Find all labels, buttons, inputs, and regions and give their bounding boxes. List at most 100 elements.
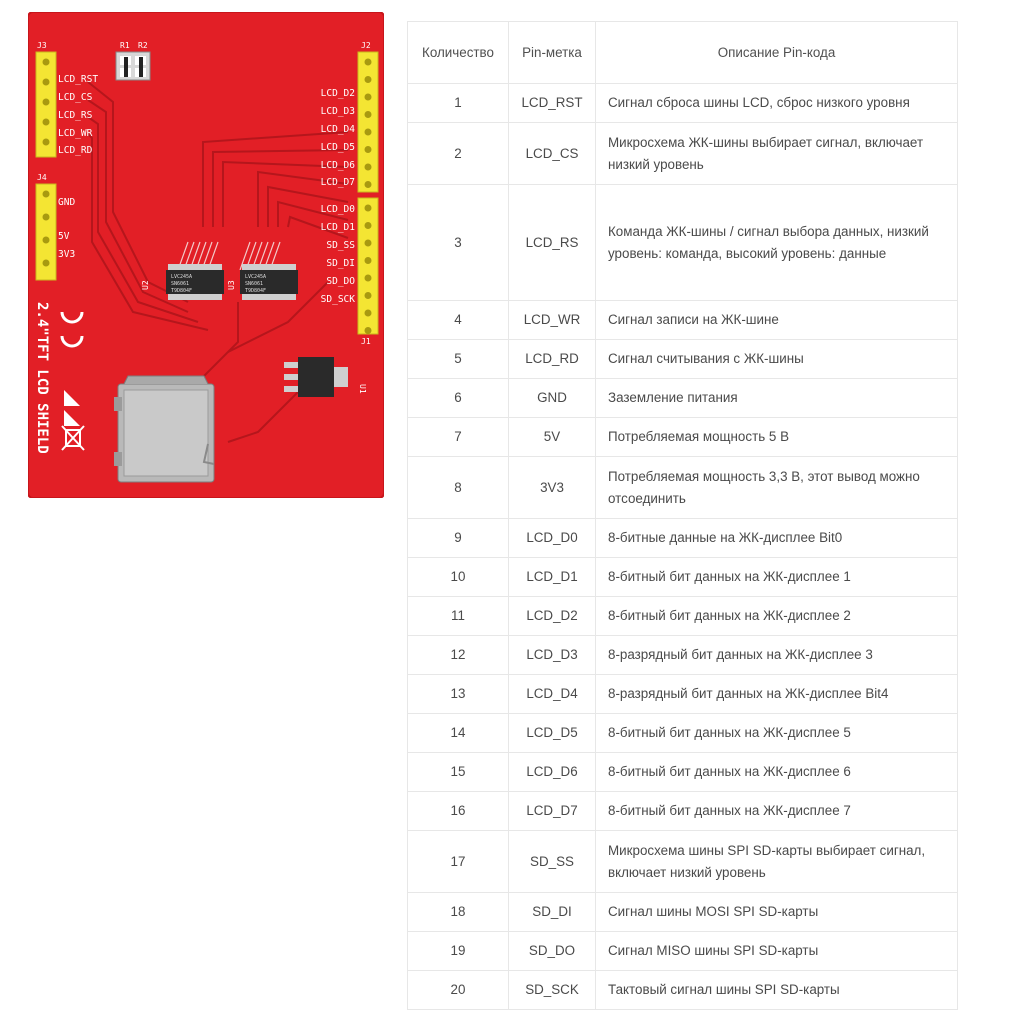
cell-count: 6 [407, 378, 509, 418]
cell-pin-label: LCD_RS [508, 184, 596, 301]
header-j4 [35, 183, 57, 281]
header-pin [364, 274, 372, 282]
header-pin [42, 98, 50, 106]
cell-description: 8-битный бит данных на ЖК-дисплее 1 [595, 557, 958, 597]
cell-pin-label: LCD_D6 [508, 752, 596, 792]
right-pin-label: SD_SS [326, 240, 355, 251]
cell-description: Заземление питания [595, 378, 958, 418]
u2-marking-3: T9D804F [171, 288, 192, 294]
right-pin-label: LCD_D5 [321, 142, 355, 153]
u3-marking-1: LVC245A [245, 274, 266, 280]
header-pin [364, 257, 372, 264]
left-pin-label: LCD_CS [58, 92, 93, 103]
cell-count: 7 [407, 417, 509, 457]
header-pin [364, 58, 372, 66]
right-pin-label: LCD_D3 [321, 106, 355, 117]
left-pin-label: LCD_WR [58, 128, 93, 139]
cell-pin-label: GND [508, 378, 596, 418]
header-j2 [357, 51, 379, 193]
label-r2: R2 [138, 41, 148, 50]
header-pin [364, 146, 372, 153]
cell-count: 17 [407, 830, 509, 893]
cell-pin-label: SD_SCK [508, 970, 596, 1010]
right-pin-label: LCD_D4 [321, 124, 356, 135]
col-header-pin-label: Pin-метка [508, 21, 596, 84]
cell-pin-label: LCD_D2 [508, 596, 596, 636]
header-pin [364, 222, 372, 229]
header-pin [364, 327, 372, 334]
table-header-row: Количество Pin-метка Описание Pin-кода [407, 21, 958, 84]
cell-description: Сигнал шины MOSI SPI SD-карты [595, 892, 958, 932]
cell-count: 2 [407, 122, 509, 185]
cell-count: 19 [407, 931, 509, 971]
cell-description: Потребляемая мощность 5 В [595, 417, 958, 457]
header-pin [42, 58, 50, 66]
cell-description: 8-битный бит данных на ЖК-дисплее 6 [595, 752, 958, 792]
cell-pin-label: LCD_D1 [508, 557, 596, 597]
label-u2: U2 [141, 280, 150, 290]
cell-pin-label: 5V [508, 417, 596, 457]
label-u3: U3 [227, 280, 236, 290]
header-pin [42, 118, 50, 126]
header-pin [42, 259, 50, 267]
cell-pin-label: LCD_D7 [508, 791, 596, 831]
cell-pin-label: LCD_RD [508, 339, 596, 379]
header-pin [42, 78, 50, 86]
cell-description: Сигнал считывания с ЖК-шины [595, 339, 958, 379]
cell-pin-label: SD_SS [508, 830, 596, 893]
cell-pin-label: LCD_D0 [508, 518, 596, 558]
header-pin [364, 309, 372, 317]
label-j2: J2 [361, 41, 371, 50]
label-u1: U1 [358, 384, 367, 394]
header-pin [42, 236, 50, 244]
col-header-description: Описание Pin-кода [595, 21, 958, 84]
cell-pin-label: LCD_RST [508, 83, 596, 123]
header-pin [364, 128, 372, 136]
cell-description: Микросхема шины SPI SD-карты выбирает си… [595, 830, 958, 893]
right-pin-labels: LCD_D2LCD_D3LCD_D4LCD_D5LCD_D6LCD_D7LCD_… [321, 88, 356, 305]
header-pin [364, 76, 372, 83]
header-pin [364, 111, 372, 118]
right-pin-label: LCD_D6 [321, 160, 356, 171]
resistor-pads [115, 51, 151, 81]
cell-count: 10 [407, 557, 509, 597]
esd-warning-icon [64, 390, 80, 426]
col-header-count: Количество [407, 21, 509, 84]
cell-description: Сигнал сброса шины LCD, сброс низкого ур… [595, 83, 958, 123]
cell-description: 8-разрядный бит данных на ЖК-дисплее 3 [595, 635, 958, 675]
header-pin [42, 138, 50, 146]
u3-marking-3: T9D804F [245, 288, 266, 294]
cell-count: 13 [407, 674, 509, 714]
header-pin [42, 190, 50, 198]
cell-count: 18 [407, 892, 509, 932]
right-pin-label: LCD_D7 [321, 177, 355, 188]
ce-mark-icon [60, 311, 84, 348]
pin-description-table: Количество Pin-метка Описание Pin-кода 1… [407, 21, 958, 1010]
right-pin-label: LCD_D0 [321, 204, 356, 215]
cell-description: Микросхема ЖК-шины выбирает сигнал, вклю… [595, 122, 958, 185]
right-pin-label: SD_DI [326, 258, 355, 269]
header-pin [364, 292, 372, 299]
cell-count: 11 [407, 596, 509, 636]
cell-count: 5 [407, 339, 509, 379]
u2-marking-2: SN6061 [171, 281, 189, 287]
right-pin-label: LCD_D1 [321, 222, 356, 233]
cell-count: 20 [407, 970, 509, 1010]
cell-pin-label: LCD_CS [508, 122, 596, 185]
u2-marking-1: LVC245A [171, 274, 192, 280]
label-j3: J3 [37, 41, 47, 50]
